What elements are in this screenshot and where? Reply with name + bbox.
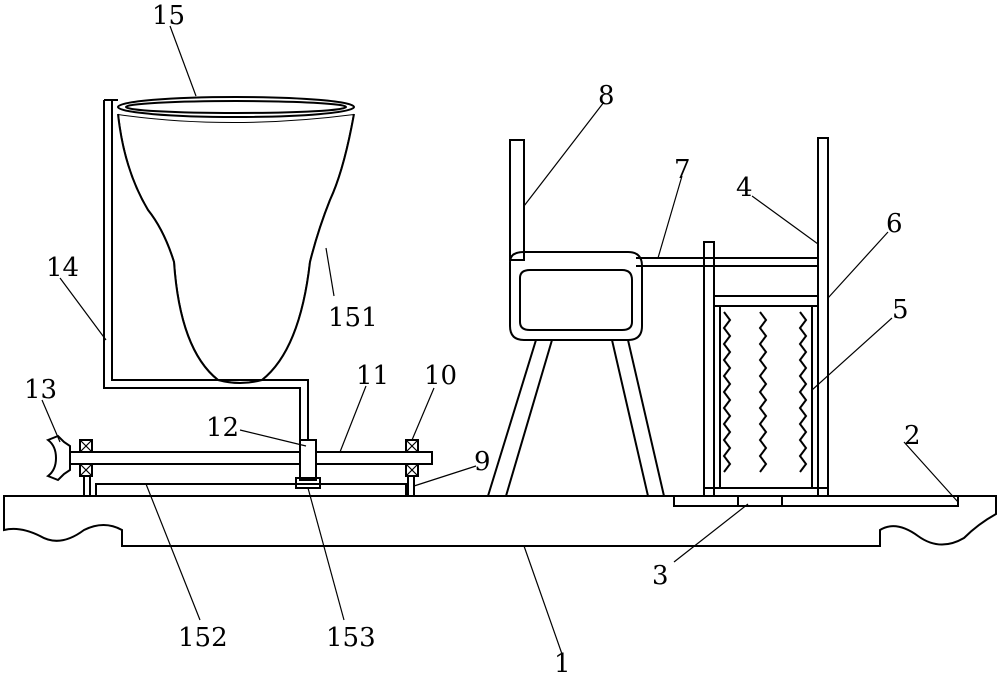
handle: [45, 434, 71, 482]
connecting-rod: [636, 257, 818, 267]
label-11: 11: [356, 361, 389, 391]
part-labels: 15 8 7 4 6 5 2 3 1 151 14 13 11 10 12 9 …: [24, 1, 921, 676]
lower-plate: [95, 483, 407, 497]
label-6: 6: [886, 209, 903, 239]
label-5: 5: [892, 295, 909, 325]
frame: [486, 139, 666, 497]
label-4: 4: [736, 173, 753, 203]
label-9: 9: [474, 447, 491, 477]
label-152: 152: [178, 623, 228, 653]
label-14: 14: [46, 253, 79, 283]
cylinder-housing: [703, 137, 829, 497]
label-13: 13: [24, 375, 57, 405]
basket: [117, 96, 355, 384]
support-bar: [103, 99, 309, 440]
bearings: [79, 439, 419, 477]
label-15: 15: [152, 1, 185, 31]
label-2: 2: [904, 421, 921, 451]
label-10: 10: [424, 361, 457, 391]
label-12: 12: [206, 413, 239, 443]
label-7: 7: [674, 155, 691, 185]
rail-plate: [69, 451, 433, 465]
springs: [719, 306, 813, 488]
label-1: 1: [554, 649, 571, 676]
label-153: 153: [326, 623, 376, 653]
piston-plate: [713, 295, 819, 307]
label-3: 3: [652, 561, 669, 591]
label-8: 8: [598, 81, 615, 111]
small-block: [737, 495, 783, 507]
leader-lines: [41, 25, 959, 655]
label-151: 151: [328, 303, 378, 333]
top-plate: [673, 495, 959, 507]
slider-block: [295, 439, 321, 489]
